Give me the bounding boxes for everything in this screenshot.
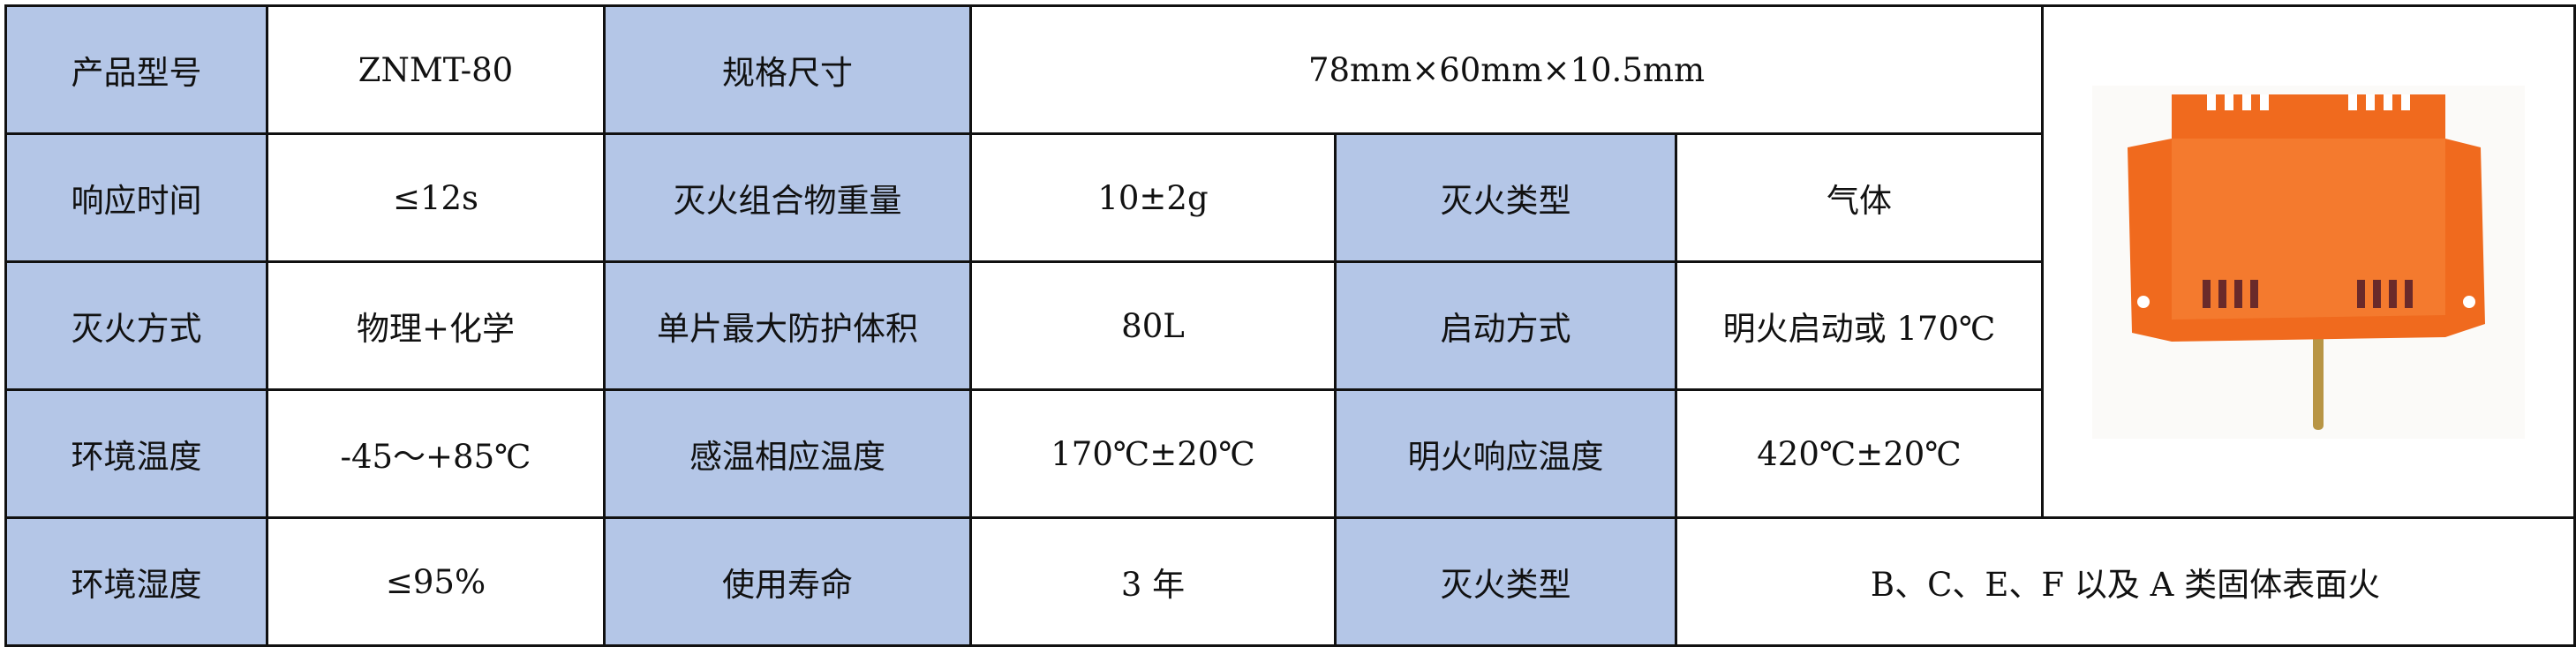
label-cell: 单片最大防护体积 <box>603 260 972 391</box>
label-cell: 灭火组合物重量 <box>603 132 972 263</box>
label-cell: 灭火类型 <box>1334 132 1677 263</box>
label-cell: 感温相应温度 <box>603 388 972 519</box>
table-row: 产品型号 ZNMT-80 规格尺寸 78mm×60mm×10.5mm <box>4 4 2576 519</box>
label-cell: 启动方式 <box>1334 260 1677 391</box>
value-cell: ≤12s <box>266 132 606 263</box>
value-cell: 170℃±20℃ <box>969 388 1337 519</box>
table-row: 响应时间 ≤12s 灭火组合物重量 10±2g 灭火类型 气体 <box>4 132 2575 263</box>
value-cell: 气体 <box>1675 132 2044 263</box>
label-cell: 产品型号 <box>4 4 268 135</box>
value-cell: ZNMT-80 <box>266 4 606 135</box>
table-row: 环境湿度 ≤95% 使用寿命 3 年 灭火类型 B、C、E、F 以及 A 类固体… <box>4 516 2576 647</box>
fire-extinguishing-device-photo-icon <box>2092 85 2525 439</box>
label-cell: 响应时间 <box>4 132 268 263</box>
label-cell: 明火响应温度 <box>1334 388 1677 519</box>
value-cell: 80L <box>969 260 1337 391</box>
label-cell: 环境温度 <box>4 388 268 519</box>
spec-table: 产品型号 ZNMT-80 规格尺寸 78mm×60mm×10.5mm <box>4 4 2576 647</box>
label-cell: 环境湿度 <box>4 516 268 647</box>
table-row: 环境温度 -45～+85℃ 感温相应温度 170℃±20℃ 明火响应温度 420… <box>4 388 2575 519</box>
label-cell: 灭火类型 <box>1334 516 1677 647</box>
value-cell: -45～+85℃ <box>266 388 606 519</box>
value-cell: ≤95% <box>266 516 606 647</box>
label-cell: 规格尺寸 <box>603 4 972 135</box>
value-cell: 3 年 <box>969 516 1337 647</box>
value-cell: 物理+化学 <box>266 260 606 391</box>
label-cell: 灭火方式 <box>4 260 268 391</box>
value-cell: 78mm×60mm×10.5mm <box>969 4 2044 135</box>
value-cell: 420℃±20℃ <box>1675 388 2044 519</box>
label-cell: 使用寿命 <box>603 516 972 647</box>
value-cell: 10±2g <box>969 132 1337 263</box>
value-cell: B、C、E、F 以及 A 类固体表面火 <box>1675 516 2576 647</box>
value-cell: 明火启动或 170℃ <box>1675 260 2044 391</box>
product-image-cell <box>2041 4 2576 519</box>
table-row: 灭火方式 物理+化学 单片最大防护体积 80L 启动方式 明火启动或 170℃ <box>4 260 2575 391</box>
